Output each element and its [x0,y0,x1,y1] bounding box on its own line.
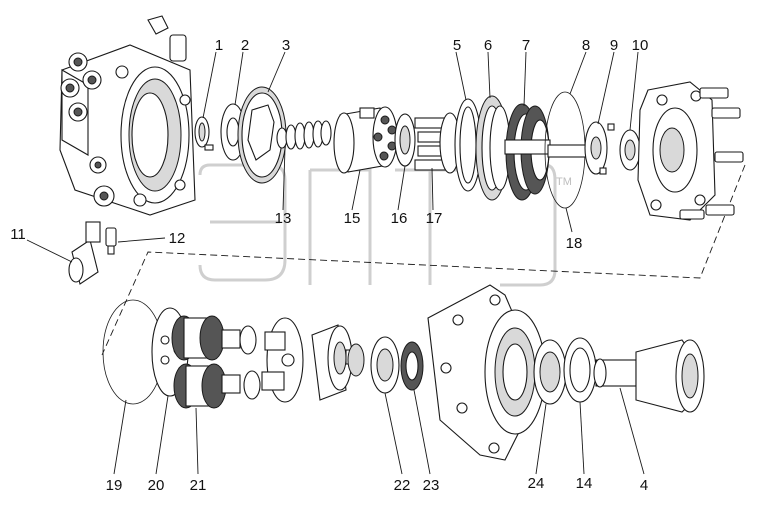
part-8-o-ring [544,91,589,209]
callout-2: 2 [241,37,249,54]
part-1-ring [194,116,214,151]
callout-17: 17 [426,210,443,227]
callout-21: 21 [190,477,207,494]
callout-10: 10 [632,37,649,54]
callout-11: 11 [10,226,26,243]
part-16-swash-plate [394,113,416,167]
part-4-output-shaft [593,339,705,413]
part-5-ring [454,98,482,192]
part-14-seal-ring [563,337,597,403]
callout-4: 4 [640,477,648,494]
callout-3: 3 [282,37,290,54]
end-cover [637,81,744,221]
part-23-bearing-ring [400,341,424,391]
callout-7: 7 [522,37,530,54]
callout-14: 14 [576,475,593,492]
part-6-ring [475,95,511,201]
callout-22: 22 [394,477,411,494]
callout-13: 13 [275,210,292,227]
part-24-bearing [533,339,567,405]
leader-lines [26,51,645,475]
callout-1: 1 [215,37,223,54]
part-9-washer [584,121,615,175]
callout-8: 8 [582,37,590,54]
callout-16: 16 [391,210,408,227]
watermark-tm: TM [556,176,572,188]
part-10-bearing [619,129,641,171]
callout-18: 18 [566,235,583,252]
callout-15: 15 [344,210,361,227]
callout-23: 23 [423,477,440,494]
part-7-disc-pack [504,103,551,201]
callout-24: 24 [528,475,545,492]
sun-gear-hub [311,324,361,401]
part-11-plug [68,221,101,285]
assembly-axis-dashed [101,164,746,356]
part-21-planet-gears [171,315,261,409]
planet-carrier [261,317,304,403]
flange-housing [427,284,546,461]
callout-labels: 1 2 3 5 6 7 8 9 10 11 12 13 15 16 17 18 … [10,37,648,494]
callout-5: 5 [453,37,461,54]
part-15-cylinder-block [333,106,398,174]
callout-6: 6 [484,37,492,54]
callout-9: 9 [610,37,618,54]
part-13-spring [276,120,332,150]
part-22-bearing [347,336,400,394]
callout-20: 20 [148,477,165,494]
valve-housing [59,15,196,216]
callout-19: 19 [106,477,123,494]
part-12-fitting [105,227,117,255]
part-17-pistons [414,112,461,174]
callout-12: 12 [169,230,186,247]
